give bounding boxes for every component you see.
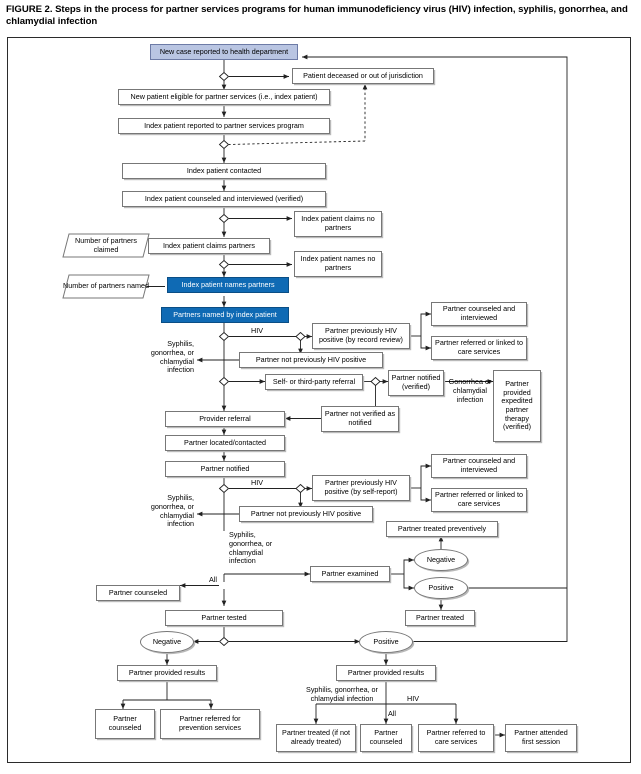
node-index-counseled[interactable]: Index patient counseled and interviewed …	[122, 191, 326, 207]
edge-label-gonorrhea-chlamydial: Gonorrhea or chlamydial infection	[448, 377, 492, 404]
node-negative-counseled[interactable]: Partner counseled	[95, 709, 155, 739]
node-counseled-interviewed-1[interactable]: Partner counseled and interviewed	[431, 302, 527, 326]
edge-label-sgc-2: Syphilis, gonorrhea, or chlamydial infec…	[150, 493, 194, 529]
node-expedited-partner-therapy[interactable]: Partner provided expedited partner thera…	[493, 370, 541, 442]
node-partner-examined[interactable]: Partner examined	[310, 566, 390, 582]
node-new-case-reported[interactable]: New case reported to health department	[150, 44, 298, 60]
node-index-reported[interactable]: Index patient reported to partner servic…	[118, 118, 330, 134]
node-index-claims-partners[interactable]: Index patient claims partners	[148, 238, 270, 254]
node-provider-referral[interactable]: Provider referral	[165, 411, 285, 427]
node-index-names-partners[interactable]: Index patient names partners	[167, 277, 289, 293]
node-new-patient-eligible[interactable]: New patient eligible for partner service…	[118, 89, 330, 105]
edge-label-sgc-bottom: Syphilis, gonorrhea, or chlamydial infec…	[306, 685, 378, 703]
node-exam-negative[interactable]: Negative	[414, 549, 468, 571]
node-prev-hiv-self-report[interactable]: Partner previously HIV positive (by self…	[312, 475, 410, 501]
edge-label-hiv-1: HIV	[251, 326, 263, 335]
node-patient-deceased[interactable]: Patient deceased or out of jurisdiction	[292, 68, 434, 84]
node-test-positive[interactable]: Positive	[359, 631, 413, 653]
node-results-positive[interactable]: Partner provided results	[336, 665, 436, 681]
figure-title: FIGURE 2. Steps in the process for partn…	[6, 4, 628, 28]
node-partner-notified[interactable]: Partner notified	[165, 461, 285, 477]
node-partners-named-by-index[interactable]: Partners named by index patient	[161, 307, 289, 323]
node-counseled-interviewed-2[interactable]: Partner counseled and interviewed	[431, 454, 527, 478]
node-not-prev-hiv-1[interactable]: Partner not previously HIV positive	[239, 352, 383, 368]
node-positive-counseled[interactable]: Partner counseled	[360, 724, 412, 752]
edge-label-hiv-bottom: HIV	[407, 694, 419, 703]
edge-label-hiv-2: HIV	[251, 478, 263, 487]
node-exam-positive[interactable]: Positive	[414, 577, 468, 599]
node-positive-referred-care[interactable]: Partner referred to care services	[418, 724, 494, 752]
output-partners-claimed-label: Number of partners claimed	[75, 235, 137, 254]
node-treated-preventively[interactable]: Partner treated preventively	[386, 521, 498, 537]
node-negative-prevention[interactable]: Partner referred for prevention services	[160, 709, 260, 739]
output-partners-claimed[interactable]: Number of partners claimed	[62, 233, 150, 258]
edge-label-all-1: All	[209, 575, 217, 584]
node-partner-located-contacted[interactable]: Partner located/contacted	[165, 435, 285, 451]
node-not-verified-as-notified[interactable]: Partner not verified as notified	[321, 406, 399, 432]
node-partner-treated[interactable]: Partner treated	[405, 610, 475, 626]
edge-label-all-bottom: All	[388, 709, 396, 718]
node-partner-notified-verified[interactable]: Partner notified (verified)	[388, 370, 444, 396]
node-positive-treated[interactable]: Partner treated (if not already treated)	[276, 724, 356, 752]
output-partners-named-label: Number of partners named	[63, 281, 149, 291]
node-index-claims-no-partners[interactable]: Index patient claims no partners	[294, 211, 382, 237]
node-referred-linked-2[interactable]: Partner referred or linked to care servi…	[431, 488, 527, 512]
node-partner-counseled-left[interactable]: Partner counseled	[96, 585, 180, 601]
output-partners-named[interactable]: Number of partners named	[62, 274, 150, 299]
edge-label-sgc-1: Syphilis, gonorrhea, or chlamydial infec…	[150, 339, 194, 375]
node-results-negative[interactable]: Partner provided results	[117, 665, 217, 681]
node-referred-linked-1[interactable]: Partner referred or linked to care servi…	[431, 336, 527, 360]
node-partner-tested[interactable]: Partner tested	[165, 610, 283, 626]
node-index-contacted[interactable]: Index patient contacted	[122, 163, 326, 179]
node-positive-attended-session[interactable]: Partner attended first session	[505, 724, 577, 752]
node-prev-hiv-record-review[interactable]: Partner previously HIV positive (by reco…	[312, 323, 410, 349]
node-index-names-no-partners[interactable]: Index patient names no partners	[294, 251, 382, 277]
node-self-third-party-referral[interactable]: Self- or third-party referral	[265, 374, 363, 390]
edge-label-sgc-3: Syphilis, gonorrhea, or chlamydial infec…	[229, 530, 273, 566]
node-not-prev-hiv-2[interactable]: Partner not previously HIV positive	[239, 506, 373, 522]
node-test-negative[interactable]: Negative	[140, 631, 194, 653]
